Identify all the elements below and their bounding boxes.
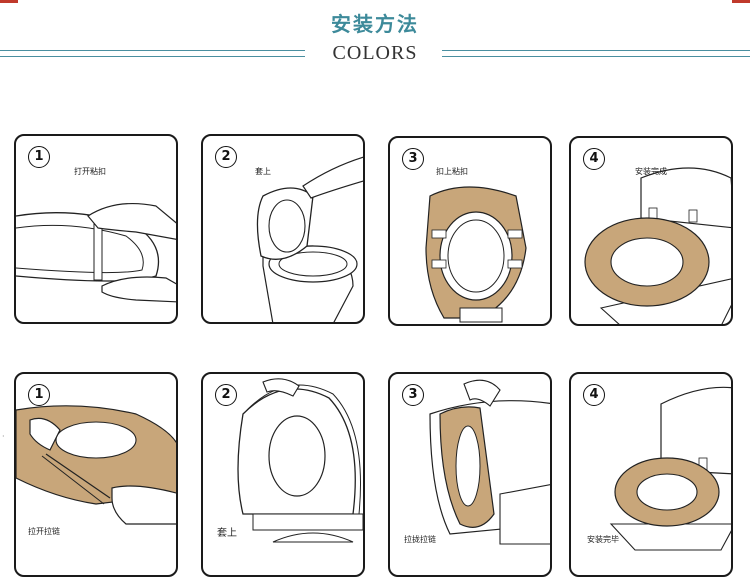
step-number-badge: 4 [583, 148, 605, 170]
step-caption: 安装完毕 [587, 535, 619, 544]
illustration-completed [609, 386, 731, 551]
illustration-open-zipper [16, 405, 176, 525]
divider-right [442, 50, 750, 57]
step-panel-top-4: 4 安装完成 [569, 136, 733, 326]
illustration-close-zipper [429, 379, 550, 545]
step-panel-bottom-4: 4 安装完毕 [569, 372, 733, 577]
illustration-fasten-velcro [425, 186, 527, 323]
step-caption: 套上 [255, 167, 271, 176]
stray-mark: · [2, 432, 5, 441]
step-caption: 套上 [217, 528, 237, 539]
step-caption: 安装完成 [635, 167, 667, 176]
step-panel-bottom-3: 3 拉拢拉链 [388, 372, 552, 577]
step-panel-bottom-1: 1 拉开拉链 [14, 372, 178, 577]
step-number-badge: 3 [402, 148, 424, 170]
step-number-badge: 4 [583, 384, 605, 406]
step-number-badge: 1 [28, 384, 50, 406]
step-panel-top-2: 2 套上 [201, 134, 365, 324]
step-caption: 拉开拉链 [28, 527, 60, 536]
illustration-slip-on-cover [256, 156, 363, 322]
step-caption: 打开粘扣 [74, 167, 106, 176]
corner-mark-right [732, 0, 750, 3]
step-number-badge: 3 [402, 384, 424, 406]
illustration-slip-on-lid [237, 378, 363, 543]
step-number-badge: 1 [28, 146, 50, 168]
step-panel-top-3: 3 扣上粘扣 [388, 136, 552, 326]
illustration-installed [584, 167, 731, 324]
page-subtitle: COLORS [332, 42, 418, 64]
step-caption: 拉拢拉链 [404, 535, 436, 544]
corner-mark-left [0, 0, 18, 3]
page-title: 安装方法 [331, 12, 419, 36]
divider-left [0, 50, 305, 57]
step-caption: 扣上粘扣 [436, 167, 468, 176]
step-panel-top-1: 1 打开粘扣 [14, 134, 178, 324]
illustration-open-velcro [16, 202, 176, 303]
step-number-badge: 2 [215, 146, 237, 168]
step-panel-bottom-2: 2 套上 [201, 372, 365, 577]
step-number-badge: 2 [215, 384, 237, 406]
